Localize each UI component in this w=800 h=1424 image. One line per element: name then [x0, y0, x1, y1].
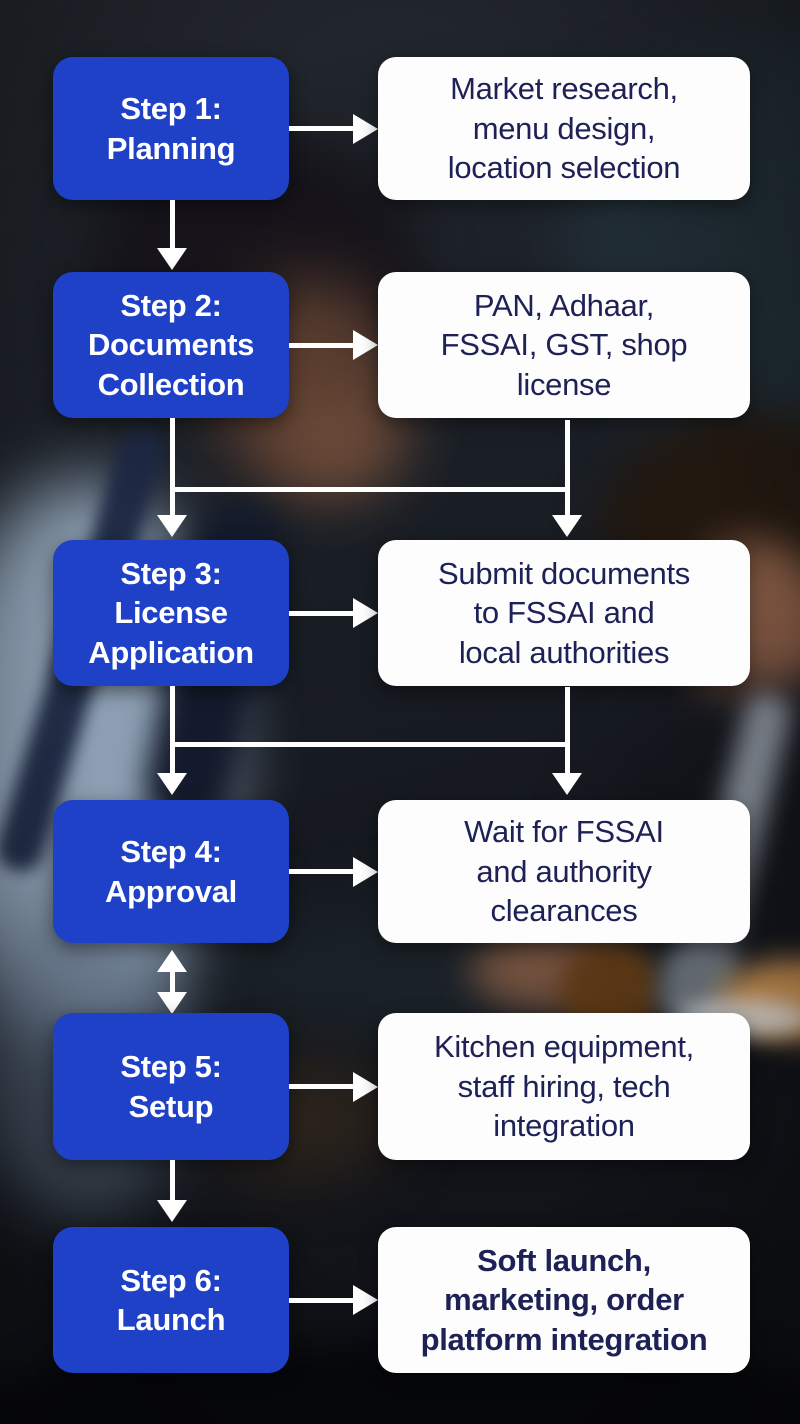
arrow-stem: [170, 969, 175, 995]
arrow-up-icon: [157, 950, 187, 972]
connector-bar: [170, 742, 570, 747]
arrow-down-icon: [157, 248, 187, 270]
arrow-right-icon: [289, 1071, 378, 1102]
step-2-title: Step 2: Documents Collection: [87, 288, 255, 402]
arrow-right-icon: [289, 598, 378, 628]
step-3-detail: Submit documents to FSSAI and local auth…: [438, 555, 690, 670]
step-4-detail-box: Wait for FSSAI and authority clearances: [378, 800, 750, 943]
arrow-stem: [565, 420, 570, 518]
step-5-title: Step 5: Setup: [120, 1049, 222, 1124]
arrow-stem: [170, 200, 175, 250]
step-6-detail: Soft launch, marketing, order platform i…: [420, 1242, 708, 1357]
arrow-down-icon: [157, 1200, 187, 1222]
arrow-right-icon: [289, 856, 378, 887]
arrow-stem: [170, 1160, 175, 1202]
arrow-stem: [289, 342, 355, 348]
arrow-right-icon: [289, 330, 378, 360]
step-3-detail-box: Submit documents to FSSAI and local auth…: [378, 540, 750, 686]
arrow-head: [353, 1071, 378, 1102]
step-2-detail-box: PAN, Adhaar, FSSAI, GST, shop license: [378, 272, 750, 418]
arrow-head: [353, 113, 378, 144]
arrow-stem: [289, 1297, 355, 1303]
arrow-stem: [289, 126, 355, 131]
arrow-stem: [170, 418, 175, 518]
step-6-title: Step 6: Launch: [116, 1262, 226, 1337]
arrow-stem: [170, 686, 175, 775]
step-5-detail-box: Kitchen equipment, staff hiring, tech in…: [378, 1013, 750, 1160]
step-3-title: Step 3: License Application: [88, 556, 254, 670]
arrow-stem: [289, 869, 355, 874]
flow-row-6: Step 6: Launch Soft launch, marketing, o…: [53, 1227, 750, 1373]
arrow-right-icon: [289, 113, 378, 144]
step-6-detail-box: Soft launch, marketing, order platform i…: [378, 1227, 750, 1373]
arrow-right-icon: [289, 1285, 378, 1315]
step-1-detail: Market research, menu design, location s…: [447, 71, 681, 186]
step-1-title: Step 1: Planning: [106, 91, 236, 166]
arrow-down-icon: [157, 992, 187, 1014]
arrow-stem: [565, 687, 570, 775]
step-1-box: Step 1: Planning: [53, 57, 289, 200]
step-5-box: Step 5: Setup: [53, 1013, 289, 1160]
step-4-detail: Wait for FSSAI and authority clearances: [464, 814, 664, 929]
arrow-down-icon: [157, 515, 187, 537]
step-4-title: Step 4: Approval: [105, 834, 237, 909]
arrow-down-icon: [552, 773, 582, 795]
arrow-stem: [289, 610, 355, 616]
flow-row-3: Step 3: License Application Submit docum…: [53, 540, 750, 686]
step-3-box: Step 3: License Application: [53, 540, 289, 686]
step-2-box: Step 2: Documents Collection: [53, 272, 289, 418]
arrow-head: [353, 330, 378, 360]
arrow-stem: [289, 1084, 355, 1089]
step-5-detail: Kitchen equipment, staff hiring, tech in…: [434, 1029, 694, 1144]
arrow-down-icon: [552, 515, 582, 537]
step-2-detail: PAN, Adhaar, FSSAI, GST, shop license: [440, 287, 688, 402]
bg-blob: [280, 400, 400, 490]
flow-row-4: Step 4: Approval Wait for FSSAI and auth…: [53, 800, 750, 943]
flow-row-5: Step 5: Setup Kitchen equipment, staff h…: [53, 1013, 750, 1160]
arrow-down-icon: [157, 773, 187, 795]
flow-row-2: Step 2: Documents Collection PAN, Adhaar…: [53, 272, 750, 418]
step-1-detail-box: Market research, menu design, location s…: [378, 57, 750, 200]
arrow-head: [353, 598, 378, 628]
connector-bar: [170, 487, 570, 492]
flow-row-1: Step 1: Planning Market research, menu d…: [53, 57, 750, 200]
arrow-head: [353, 856, 378, 887]
arrow-head: [353, 1285, 378, 1315]
step-6-box: Step 6: Launch: [53, 1227, 289, 1373]
step-4-box: Step 4: Approval: [53, 800, 289, 943]
